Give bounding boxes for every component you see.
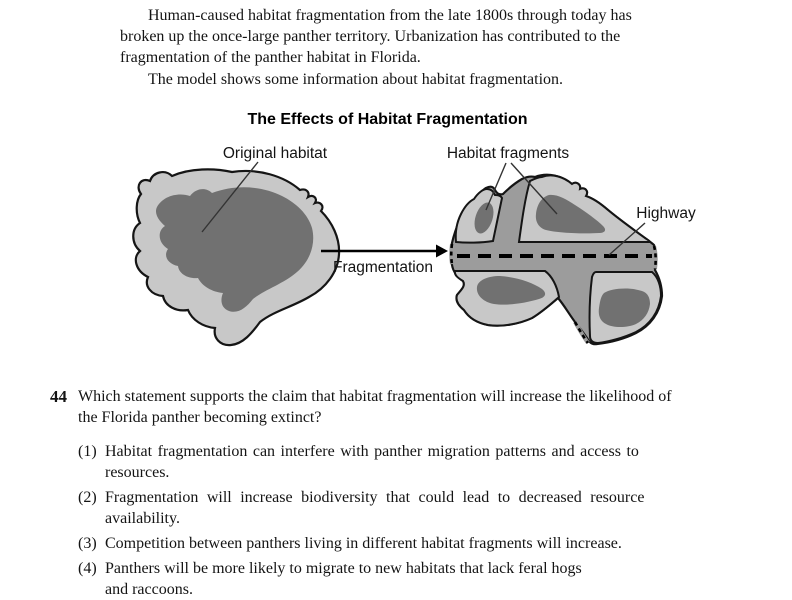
original-habitat-leader-line — [201, 161, 259, 233]
fragmentation-arrowhead — [436, 244, 448, 258]
fragment-bottom-left-core — [476, 276, 546, 305]
highway-leader-line — [608, 222, 646, 256]
question-stem: Which statement supports the claim that … — [78, 386, 766, 428]
choice-text-line: Habitat fragmentation can interfere with… — [105, 443, 639, 460]
original-habitat-core — [155, 187, 314, 312]
question-stem-line: the Florida panther becoming extinct? — [78, 409, 322, 426]
answer-choice-4: (4) Panthers will be more likely to migr… — [78, 558, 766, 600]
highway-label: Highway — [636, 205, 696, 222]
intro-text: Human-caused habitat fragmentation from … — [120, 5, 680, 90]
habitat-fragments-label: Habitat fragments — [447, 145, 570, 162]
habitat-fragments-leader-line-1 — [485, 162, 507, 211]
fragment-bottom-right-core — [598, 288, 650, 327]
answer-choice-3: (3) Competition between panthers living … — [78, 533, 766, 554]
choice-text-line: Fragmentation will increase biodiversity… — [105, 489, 645, 506]
answer-choices: (1) Habitat fragmentation can interfere … — [78, 441, 766, 600]
habitat-fragmentation-diagram: Original habitat Fragmentation — [132, 145, 696, 347]
choice-marker: (3) — [78, 535, 97, 552]
choice-marker: (2) — [78, 489, 97, 506]
habitat-fragments-leader-line-2 — [510, 162, 558, 215]
choice-text-line: resources. — [105, 464, 170, 481]
road-end-caps — [449, 243, 658, 345]
intro-line: fragmentation of the panther habitat in … — [120, 49, 421, 66]
fragment-top-left-core — [474, 202, 494, 234]
fragment-top-right-core — [535, 194, 606, 234]
intro-paragraph-2: The model shows some information about h… — [148, 71, 564, 88]
question-number: 44 — [50, 387, 67, 406]
question-44: 44 Which statement supports the claim th… — [50, 386, 766, 600]
intro-line: broken up the once-large panther territo… — [120, 28, 621, 45]
choice-text-line: Panthers will be more likely to migrate … — [105, 560, 582, 577]
choice-text-line: Competition between panthers living in d… — [105, 535, 622, 552]
diagram-title: The Effects of Habitat Fragmentation — [247, 111, 528, 128]
fragmentation-arrow-label: Fragmentation — [333, 259, 433, 276]
choice-text-line: and raccoons. — [105, 581, 193, 598]
choice-marker: (1) — [78, 443, 97, 460]
choice-text-line: availability. — [105, 510, 180, 527]
answer-choice-2: (2) Fragmentation will increase biodiver… — [78, 487, 766, 529]
choice-marker: (4) — [78, 560, 97, 577]
answer-choice-1: (1) Habitat fragmentation can interfere … — [78, 441, 766, 483]
question-stem-line: Which statement supports the claim that … — [78, 388, 672, 405]
intro-line: Human-caused habitat fragmentation from … — [148, 7, 632, 24]
original-habitat-label: Original habitat — [223, 145, 328, 162]
